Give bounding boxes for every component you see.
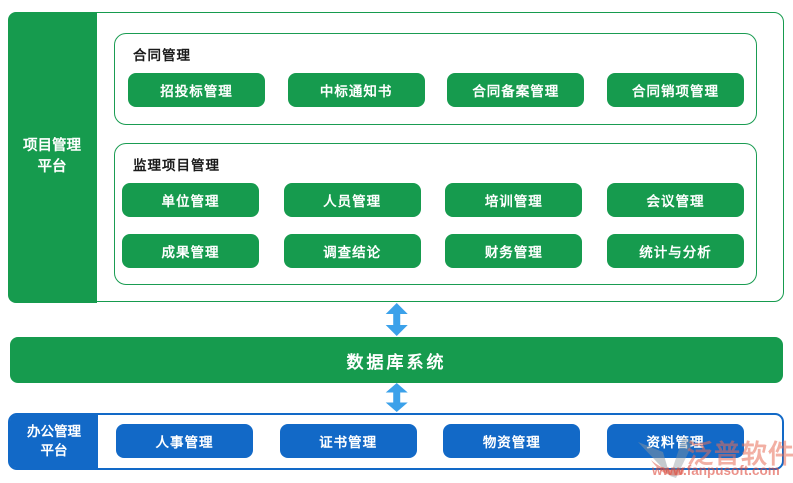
database-system-label: 数据库系统 xyxy=(346,352,447,372)
office-platform-label-line1: 办公管理 xyxy=(27,423,81,439)
office-platform-label-line2: 平台 xyxy=(40,442,68,458)
project-platform-label-line1: 项目管理 xyxy=(23,137,81,154)
training-management-button[interactable]: 培训管理 xyxy=(445,182,583,217)
contract-group-title: 合同管理 xyxy=(133,47,191,63)
contract-management-group: 合同管理 招投标管理 中标通知书 合同备案管理 合同销项管理 xyxy=(114,32,757,125)
contract-filing-button[interactable]: 合同备案管理 xyxy=(447,72,585,107)
material-management-button[interactable]: 物资管理 xyxy=(443,424,581,458)
supervision-button-row-1: 单位管理 人员管理 培训管理 会议管理 xyxy=(115,182,756,217)
bidding-management-button[interactable]: 招投标管理 xyxy=(128,72,265,107)
unit-management-button[interactable]: 单位管理 xyxy=(122,182,259,217)
meeting-management-button[interactable]: 会议管理 xyxy=(606,182,744,217)
finance-management-button[interactable]: 财务管理 xyxy=(445,233,583,268)
office-button-row: 人事管理 证书管理 物资管理 资料管理 xyxy=(116,424,744,458)
contract-output-button[interactable]: 合同销项管理 xyxy=(606,72,744,107)
document-management-button[interactable]: 资料管理 xyxy=(606,424,744,458)
contract-button-row: 招投标管理 中标通知书 合同备案管理 合同销项管理 xyxy=(115,72,756,107)
award-notice-button[interactable]: 中标通知书 xyxy=(287,72,425,107)
certificate-management-button[interactable]: 证书管理 xyxy=(279,424,417,458)
office-platform-section: 办公管理 平台 人事管理 证书管理 物资管理 资料管理 xyxy=(8,413,784,470)
supervision-button-row-2: 成果管理 调查结论 财务管理 统计与分析 xyxy=(115,233,756,268)
results-management-button[interactable]: 成果管理 xyxy=(122,233,259,268)
survey-conclusion-button[interactable]: 调查结论 xyxy=(283,233,421,268)
personnel-management-button[interactable]: 人员管理 xyxy=(283,182,421,217)
project-platform-label-line2: 平台 xyxy=(37,159,67,175)
hr-management-button[interactable]: 人事管理 xyxy=(116,424,253,458)
database-system-bar: 数据库系统 xyxy=(10,337,783,383)
statistics-analysis-button[interactable]: 统计与分析 xyxy=(606,233,744,268)
supervision-management-group: 监理项目管理 单位管理 人员管理 培训管理 会议管理 成果管理 调查结论 财务管… xyxy=(114,142,757,285)
supervision-group-title: 监理项目管理 xyxy=(133,157,220,173)
double-arrow-icon-bottom xyxy=(382,382,410,418)
project-platform-label: 项目管理 平台 xyxy=(7,11,97,303)
office-platform-label: 办公管理 平台 xyxy=(10,415,98,468)
project-platform-section: 项目管理 平台 合同管理 招投标管理 中标通知书 合同备案管理 合同销项管理 监… xyxy=(7,11,784,303)
double-arrow-icon-top xyxy=(382,302,410,342)
